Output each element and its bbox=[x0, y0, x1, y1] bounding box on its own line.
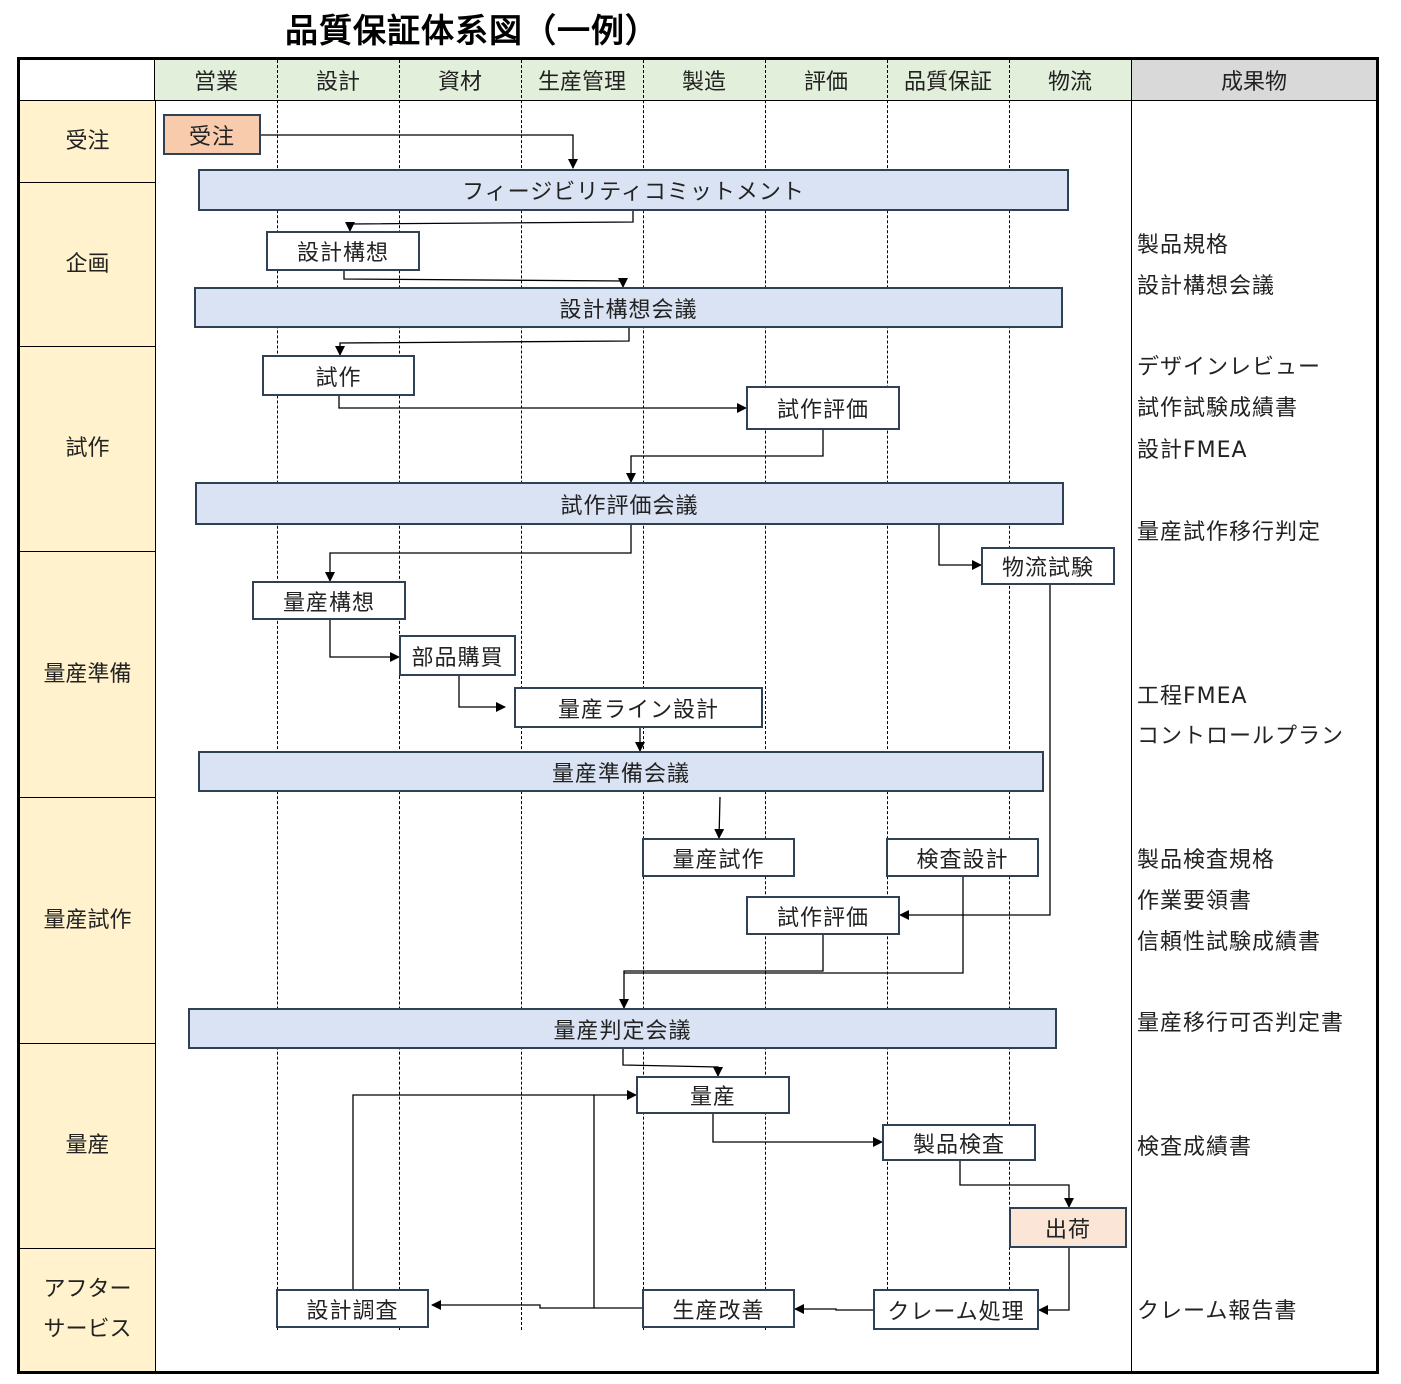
flow-arrow bbox=[261, 134, 578, 169]
process-box: 試作評価 bbox=[746, 386, 900, 430]
flow-arrow bbox=[794, 1304, 873, 1314]
phase-label: 試作 bbox=[20, 347, 156, 552]
process-box: 生産改善 bbox=[642, 1289, 795, 1328]
process-box: 量産ライン設計 bbox=[514, 687, 763, 728]
deliverables-divider bbox=[1131, 101, 1132, 1371]
process-box: 物流試験 bbox=[981, 547, 1115, 585]
lane-divider bbox=[1009, 60, 1010, 1330]
deliverable-item: 製品規格 bbox=[1137, 233, 1230, 258]
deliverable-item: 試作試験成績書 bbox=[1137, 396, 1299, 421]
process-box: 設計構想 bbox=[266, 231, 420, 271]
process-box: 受注 bbox=[163, 114, 261, 155]
corner-cell bbox=[20, 60, 155, 101]
process-box: 部品購買 bbox=[399, 635, 516, 676]
lane-divider bbox=[887, 60, 888, 1330]
deliverable-item: 作業要領書 bbox=[1137, 889, 1253, 914]
meeting-box: 設計構想会議 bbox=[194, 287, 1063, 328]
deliverable-item: 製品検査規格 bbox=[1137, 848, 1276, 873]
flow-arrow bbox=[329, 620, 400, 662]
process-box: 出荷 bbox=[1009, 1207, 1127, 1248]
flow-arrow bbox=[338, 396, 747, 413]
flow-arrow bbox=[325, 525, 632, 582]
phase-label: アフター サービス bbox=[20, 1249, 156, 1371]
process-box: 量産 bbox=[636, 1076, 790, 1114]
phase-label: 量産 bbox=[20, 1044, 156, 1249]
deliverable-item: 工程FMEA bbox=[1137, 684, 1248, 709]
deliverable-item: 検査成績書 bbox=[1137, 1135, 1253, 1160]
process-box: 製品検査 bbox=[882, 1124, 1036, 1161]
page-title: 品質保証体系図（一例） bbox=[285, 11, 659, 50]
phase-divider bbox=[155, 100, 156, 1371]
department-header: 資材 bbox=[399, 60, 521, 101]
deliverable-item: クレーム報告書 bbox=[1137, 1299, 1298, 1324]
flow-arrow bbox=[619, 935, 824, 1009]
phase-label: 企画 bbox=[20, 183, 156, 347]
process-box: 量産試作 bbox=[642, 838, 795, 877]
process-box: 試作評価 bbox=[746, 896, 900, 935]
flow-arrow bbox=[593, 1090, 637, 1308]
process-box: 試作 bbox=[262, 355, 415, 396]
flow-arrow bbox=[714, 796, 725, 839]
flow-arrow bbox=[343, 271, 628, 288]
deliverable-item: 量産移行可否判定書 bbox=[1137, 1011, 1345, 1036]
lane-divider bbox=[277, 60, 278, 1330]
lane-divider bbox=[399, 60, 400, 1330]
department-header: 生産管理 bbox=[521, 60, 643, 101]
flow-arrow bbox=[624, 877, 964, 974]
flow-arrow bbox=[938, 525, 982, 570]
flow-arrow bbox=[458, 676, 506, 712]
meeting-box: 試作評価会議 bbox=[195, 482, 1064, 525]
flow-arrow bbox=[335, 328, 630, 356]
deliverables-header: 成果物 bbox=[1131, 60, 1376, 101]
deliverable-item: 信頼性試験成績書 bbox=[1137, 930, 1322, 955]
deliverable-item: 設計FMEA bbox=[1137, 438, 1248, 463]
phase-label: 量産準備 bbox=[20, 552, 156, 798]
department-header: 品質保証 bbox=[887, 60, 1009, 101]
process-box: 量産構想 bbox=[252, 581, 406, 620]
department-header: 製造 bbox=[643, 60, 765, 101]
department-header: 営業 bbox=[155, 60, 277, 101]
process-box: 検査設計 bbox=[886, 838, 1039, 877]
deliverable-item: 設計構想会議 bbox=[1137, 274, 1276, 299]
process-box: 設計調査 bbox=[276, 1289, 429, 1328]
flow-arrow bbox=[626, 430, 824, 483]
flow-arrow bbox=[959, 1161, 1074, 1208]
department-header: 評価 bbox=[765, 60, 887, 101]
meeting-box: 量産判定会議 bbox=[188, 1008, 1057, 1049]
flow-arrow bbox=[712, 1114, 883, 1147]
meeting-box: フィージビリティコミットメント bbox=[198, 169, 1069, 211]
diagram-frame bbox=[17, 57, 1379, 1374]
process-box: クレーム処理 bbox=[873, 1289, 1039, 1330]
deliverable-item: デザインレビュー bbox=[1137, 355, 1322, 380]
flow-arrow bbox=[622, 1049, 723, 1077]
flow-arrow bbox=[352, 1094, 594, 1289]
deliverable-item: コントロールプラン bbox=[1137, 724, 1345, 749]
department-header: 物流 bbox=[1009, 60, 1131, 101]
flow-arrow bbox=[1038, 1248, 1070, 1315]
flow-arrow bbox=[431, 1300, 642, 1310]
flow-arrow bbox=[345, 211, 634, 232]
lane-divider bbox=[765, 60, 766, 1330]
department-header: 設計 bbox=[277, 60, 399, 101]
deliverable-item: 量産試作移行判定 bbox=[1137, 520, 1322, 545]
flow-arrow bbox=[899, 585, 1051, 920]
meeting-box: 量産準備会議 bbox=[198, 751, 1044, 792]
